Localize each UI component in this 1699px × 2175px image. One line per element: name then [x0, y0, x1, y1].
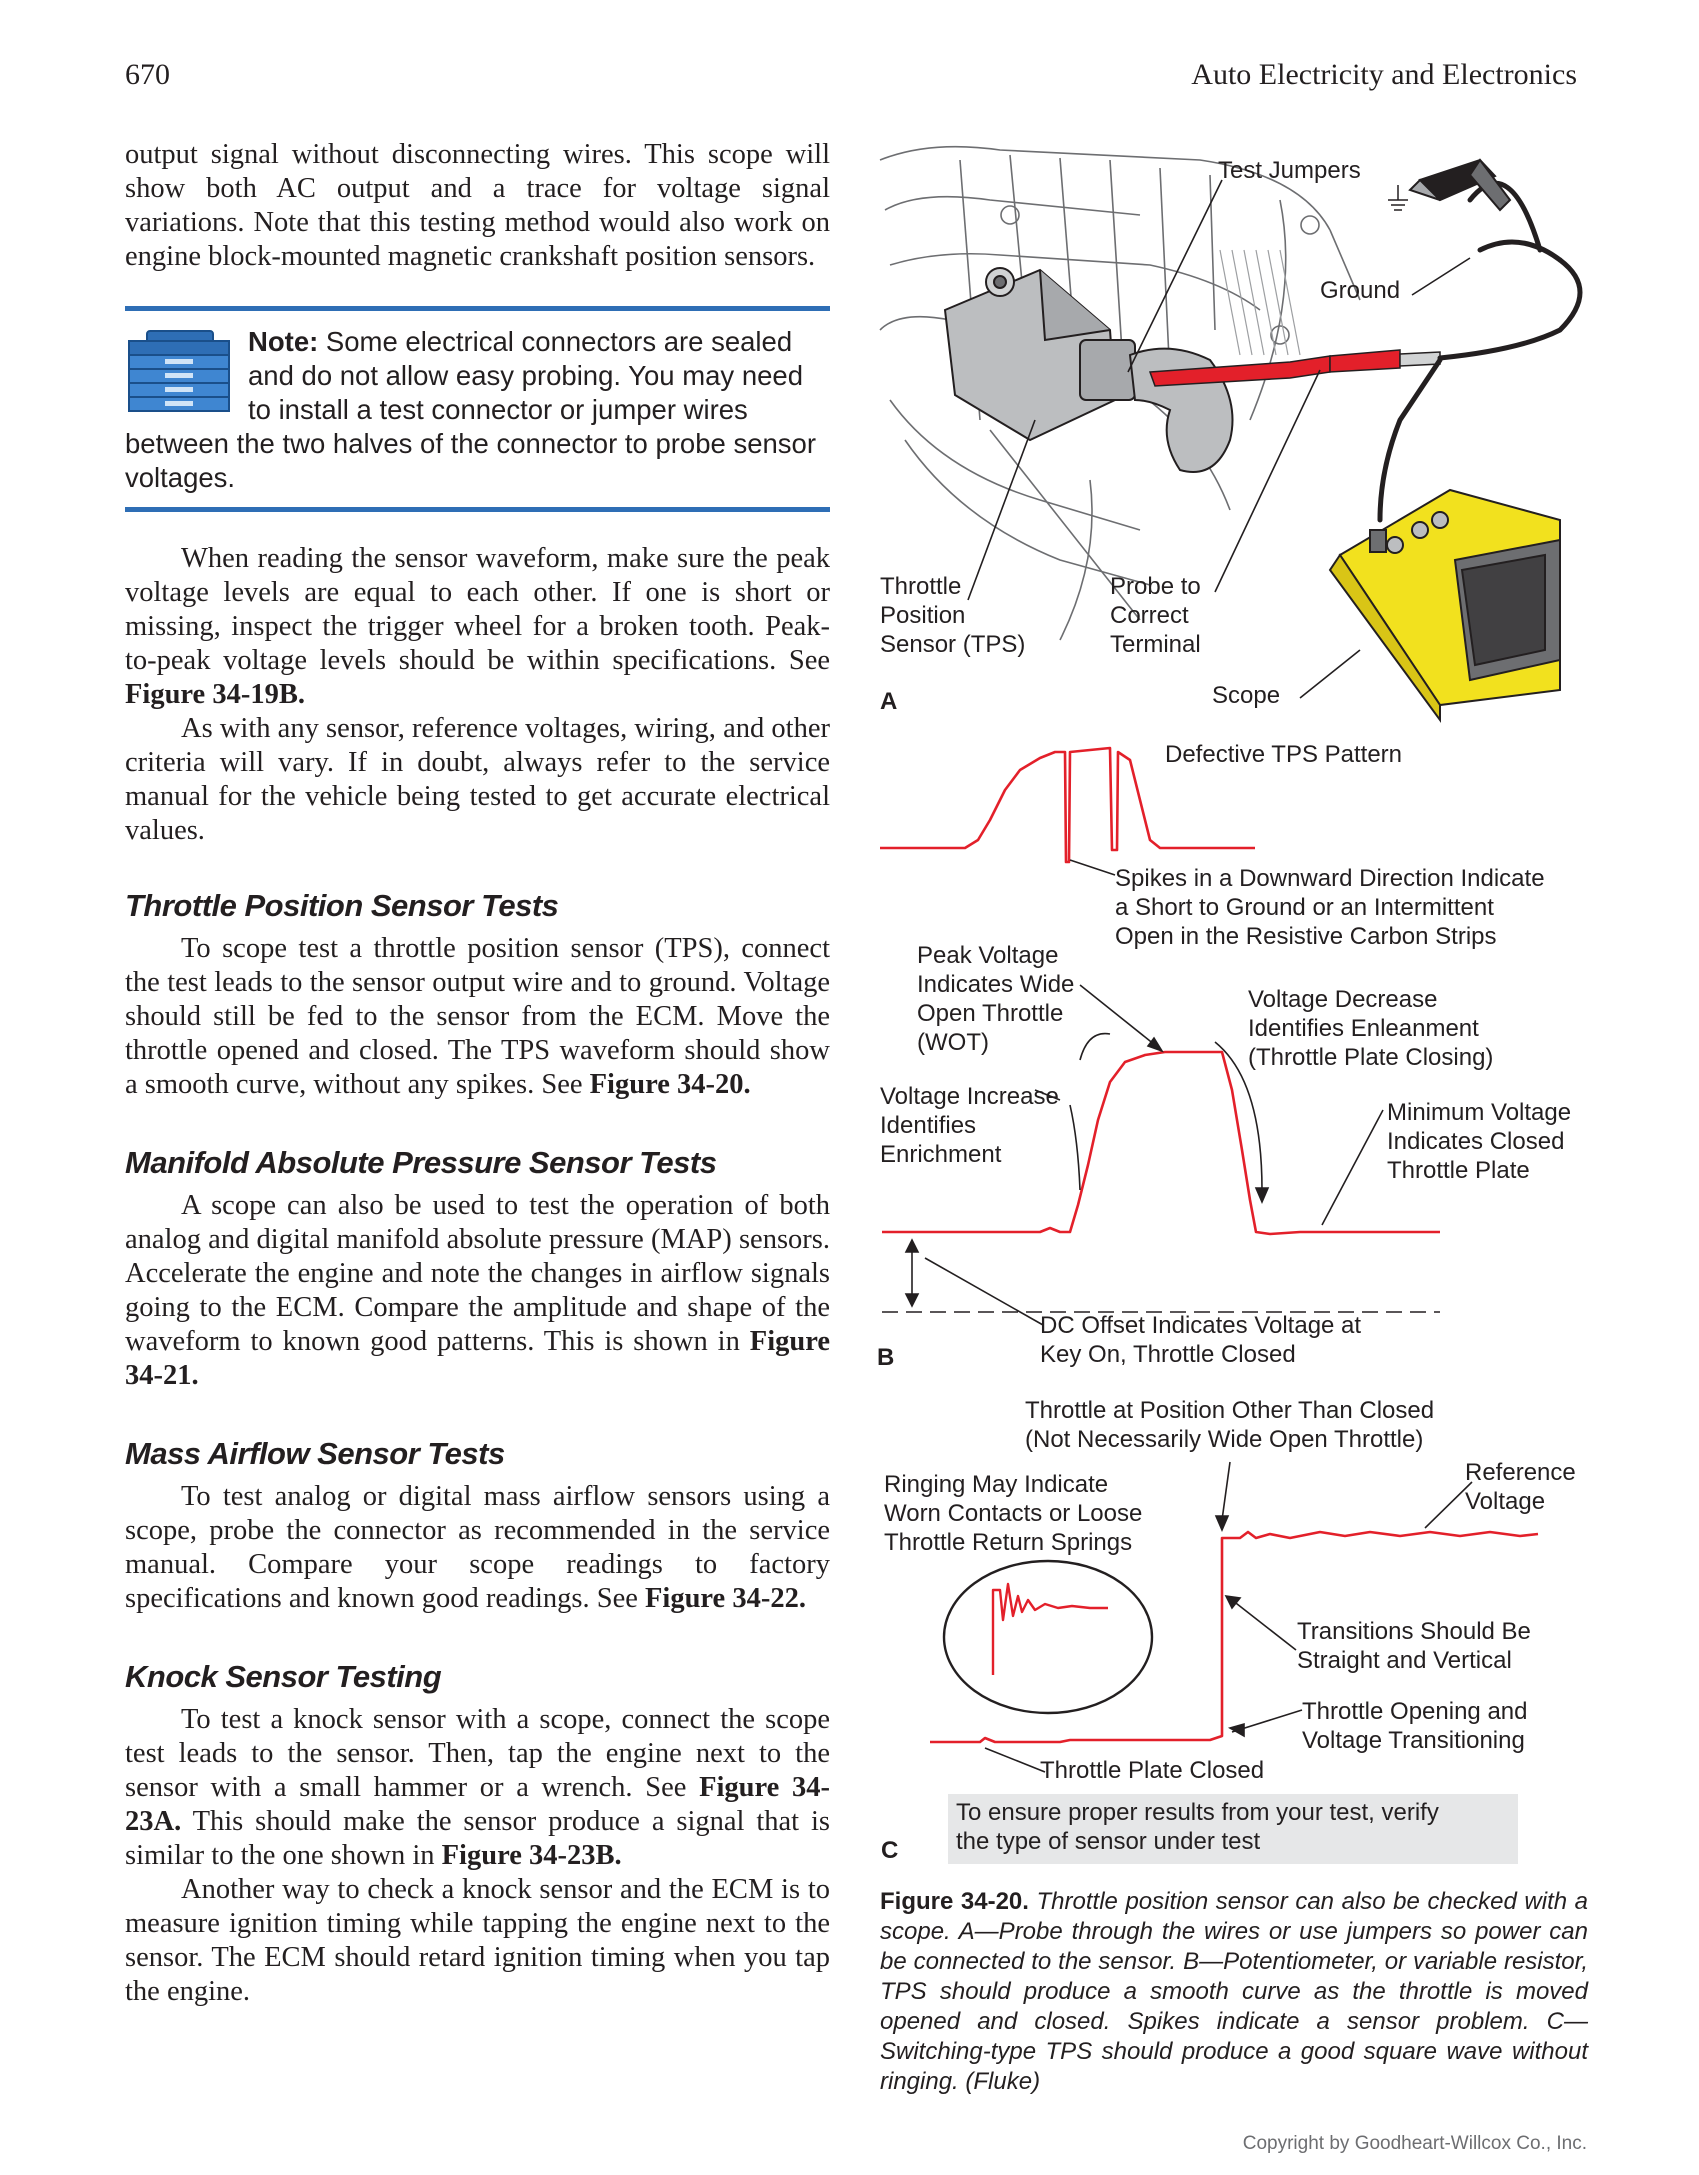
note-line: Some electrical connectors are sealed — [325, 326, 793, 357]
label-spikes: Spikes in a Downward Direction Indicate … — [1115, 865, 1545, 950]
alligator-clip — [1408, 158, 1512, 212]
engine-illustration — [879, 145, 1361, 641]
note-label: Note: — [248, 326, 319, 357]
tip-text: To ensure proper results from your test,… — [956, 1799, 1439, 1855]
toolbox-icon — [128, 330, 230, 412]
label-voltage-decrease: Voltage Decrease Identifies Enleanment (… — [1248, 986, 1494, 1071]
map-paragraph: A scope can also be used to test the ope… — [125, 1190, 830, 1391]
ground-symbol — [1388, 185, 1408, 211]
panel-letter-c: C — [881, 1837, 899, 1864]
label-dc-offset: DC Offset Indicates Voltage at Key On, T… — [1040, 1312, 1362, 1368]
section-heading-maf: Mass Airflow Sensor Tests — [125, 1436, 505, 1471]
label-reference-voltage: Reference Voltage — [1465, 1459, 1576, 1515]
waveform-paragraph: When reading the sensor waveform, make s… — [125, 543, 830, 710]
knock-paragraph-2: Another way to check a knock sensor and … — [125, 1874, 830, 2007]
figure-reference: Figure 34-22. — [645, 1583, 806, 1614]
figure-caption: Figure 34-20. Throttle position sensor c… — [880, 1887, 1588, 2097]
label-peak-voltage: Peak Voltage Indicates Wide Open Throttl… — [917, 942, 1075, 1056]
note-line: and do not allow easy probing. You may n… — [248, 360, 803, 391]
engine-grille — [1219, 249, 1301, 356]
panel-letter-a: A — [880, 688, 898, 715]
panel-a-leaders — [967, 179, 1471, 699]
intro-paragraph: output signal without disconnecting wire… — [125, 139, 830, 272]
page-number: 670 — [125, 58, 170, 91]
figure-reference: Figure 34-20. — [589, 1069, 751, 1100]
note-box: Note: Some electrical connectors are sea… — [125, 306, 830, 512]
note-line: to install a test connector or jumper wi… — [248, 394, 748, 425]
figure-reference: Figure 34-23A. — [125, 1772, 830, 1837]
scope-leads — [1377, 180, 1583, 523]
label-throttle-other: Throttle at Position Other Than Closed (… — [1025, 1397, 1435, 1453]
label-tps: Throttle Position Sensor (TPS) — [880, 573, 1026, 658]
label-minimum-voltage: Minimum Voltage Indicates Closed Throttl… — [1387, 1099, 1572, 1184]
label-ground: Ground — [1320, 277, 1401, 304]
reference-paragraph: As with any sensor, reference voltages, … — [125, 713, 830, 846]
copyright-notice: Copyright by Goodheart-Willcox Co., Inc. — [1242, 2133, 1587, 2154]
label-throttle-closed: Throttle Plate Closed — [1040, 1757, 1265, 1784]
figure-reference: Figure 34-21. — [125, 1326, 830, 1391]
figure-reference: Figure 34-23B. — [441, 1840, 622, 1871]
label-voltage-increase: Voltage Increase Identifies Enrichment — [880, 1083, 1059, 1168]
ringing-inset-trace — [991, 1582, 1108, 1675]
caption-text: Throttle position sensor can also be che… — [880, 1888, 1588, 2095]
label-scope: Scope — [1212, 682, 1281, 709]
section-heading-knock: Knock Sensor Testing — [125, 1659, 442, 1694]
section-heading-map: Manifold Absolute Pressure Sensor Tests — [125, 1145, 717, 1180]
label-probe: Probe to Correct Terminal — [1110, 573, 1201, 658]
caption-label: Figure 34-20. — [880, 1888, 1029, 1915]
label-ringing: Ringing May Indicate Worn Contacts or Lo… — [884, 1471, 1143, 1556]
label-test-jumpers: Test Jumpers — [1218, 157, 1361, 184]
note-line: voltages. — [125, 462, 236, 493]
label-throttle-opening: Throttle Opening and Voltage Transitioni… — [1302, 1698, 1528, 1754]
running-head: Auto Electricity and Electronics — [1191, 58, 1577, 91]
probe-illustration — [1148, 349, 1441, 387]
figure-reference: Figure 34-19B. — [125, 679, 305, 710]
label-transitions: Transitions Should Be Straight and Verti… — [1297, 1618, 1531, 1674]
tps-sensor-illustration — [943, 267, 1234, 473]
knock-paragraph: To test a knock sensor with a scope, con… — [125, 1704, 830, 1871]
maf-paragraph: To test analog or digital mass airflow s… — [125, 1481, 830, 1614]
tps-paragraph: To scope test a throttle position sensor… — [125, 933, 830, 1100]
note-line: between the two halves of the connector … — [125, 428, 816, 459]
label-defective-pattern: Defective TPS Pattern — [1165, 741, 1402, 768]
panel-letter-b: B — [877, 1344, 895, 1371]
ringing-inset-ellipse — [942, 1559, 1154, 1715]
section-heading-tps: Throttle Position Sensor Tests — [125, 888, 559, 923]
dc-offset-arrow — [904, 1238, 920, 1308]
scope-illustration — [1328, 488, 1561, 724]
